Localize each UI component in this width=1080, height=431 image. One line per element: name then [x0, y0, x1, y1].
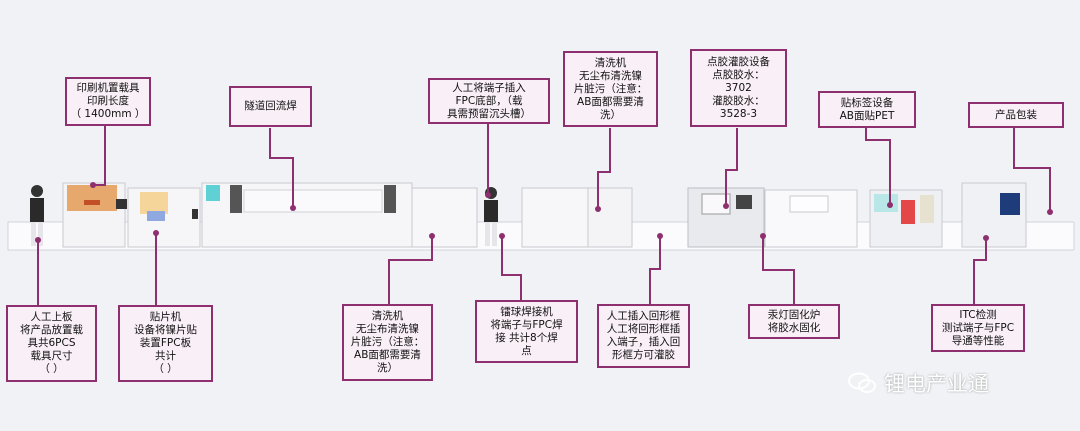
label-printer-fixture: 印刷机置载具 印刷长度 （ 1400mm ） — [65, 77, 151, 126]
label-nickel-welding: 镭球焊接机 将端子与FPC焊 接 共计8个焊 点 — [475, 300, 578, 363]
label-washer-top: 清洗机 无尘布清洗镍 片脏污（注意： AB面都需要清 洗） — [563, 51, 658, 127]
label-labeling: 贴标签设备 AB面贴PET — [818, 91, 916, 128]
watermark-text: 锂电产业通 — [884, 372, 989, 396]
connector-washer-bottom — [388, 236, 433, 304]
watermark: 锂电产业通 — [848, 368, 1058, 398]
reflow-oven — [201, 182, 413, 248]
connector-endpoints — [35, 182, 1053, 243]
pick-place-machine — [127, 187, 201, 248]
label-dispensing: 点胶灌胶设备 点胶胶水： 3702 灌胶胶水： 3528-3 — [690, 49, 787, 127]
label-terminal-insert: 人工将端子插入 FPC底部，（载 具需预留沉头槽） — [428, 78, 550, 124]
label-washer-bottom: 清洗机 无尘布清洗镍 片脏污（注意： AB面都需要清 洗） — [342, 304, 433, 381]
labeling-machine — [869, 189, 943, 248]
washer-machine-2 — [587, 187, 633, 248]
connector-dispensing — [725, 128, 738, 206]
wechat-icon — [848, 372, 876, 393]
washer-machine-1 — [411, 187, 478, 248]
connector-washer-top — [597, 128, 611, 209]
operator-figure-left — [30, 185, 44, 246]
label-itc-test: ITC检测 测试端子与FPC 导通等性能 — [931, 304, 1025, 352]
itc-test-machine — [961, 182, 1027, 248]
connector-frame — [649, 236, 661, 304]
label-manual-load: 人工上板 将产品放置载 具共6PCS 载具尺寸 （ ） — [6, 305, 97, 382]
label-reflow: 隧道回流焊 — [229, 86, 312, 127]
label-packaging: 产品包装 — [968, 102, 1064, 128]
label-pick-place: 贴片机 设备将镍片贴 装置FPC板 共计 （ ） — [118, 305, 213, 382]
label-manual-frame: 人工插入回形框 人工将回形框插 入端子，插入回 形框方可灌胶 — [597, 304, 690, 368]
connector-printer — [93, 122, 106, 186]
connector-uv — [762, 236, 795, 304]
welding-machine — [521, 187, 589, 248]
connector-labeling — [865, 125, 891, 205]
connector-itc — [973, 238, 987, 304]
connector-lines — [37, 122, 1051, 305]
printer-machine — [62, 182, 127, 248]
connector-welding — [501, 236, 522, 300]
label-uv-cure: 汞灯固化炉 将胶水固化 — [748, 304, 840, 339]
connector-packaging — [1013, 128, 1051, 212]
uv-cure-oven — [764, 189, 858, 248]
connector-reflow — [269, 128, 294, 208]
